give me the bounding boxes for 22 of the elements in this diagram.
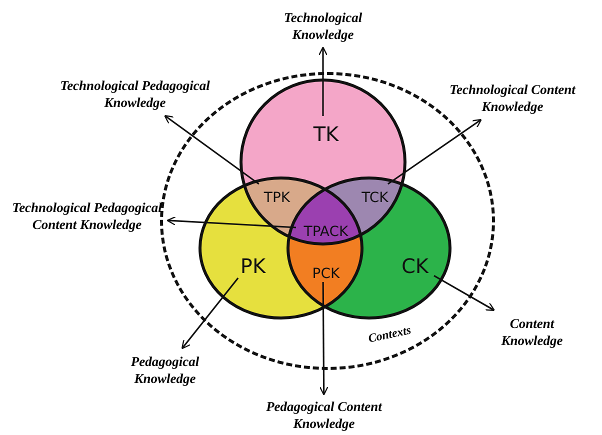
callout-label: Technological Pedagogical Knowledge bbox=[30, 74, 240, 114]
region-label: TPK bbox=[259, 189, 295, 207]
arrow bbox=[319, 282, 328, 396]
region-label: PCK bbox=[307, 265, 345, 283]
callout-label: Technological Content Knowledge bbox=[425, 78, 600, 118]
region-label: TPACK bbox=[301, 223, 351, 241]
callout-label: Content Knowledge bbox=[486, 312, 578, 352]
arrow bbox=[387, 118, 482, 185]
callout-label: Pedagogical Knowledge bbox=[112, 350, 218, 390]
arrow bbox=[166, 216, 296, 228]
callout-label: Technological Knowledge bbox=[258, 6, 388, 46]
arrow bbox=[434, 274, 496, 311]
region-label: PK bbox=[233, 253, 273, 279]
region-label: CK bbox=[395, 253, 435, 279]
arrow bbox=[164, 114, 260, 185]
callout-label: Pedagogical Content Knowledge bbox=[238, 396, 410, 434]
arrow bbox=[318, 46, 328, 116]
region-label: Contexts bbox=[366, 322, 412, 346]
region-label: TK bbox=[306, 121, 346, 147]
callout-label: Technological Pedagogical Content Knowledge bbox=[8, 186, 166, 246]
region-label: TCK bbox=[357, 189, 393, 207]
arrow bbox=[181, 278, 239, 350]
